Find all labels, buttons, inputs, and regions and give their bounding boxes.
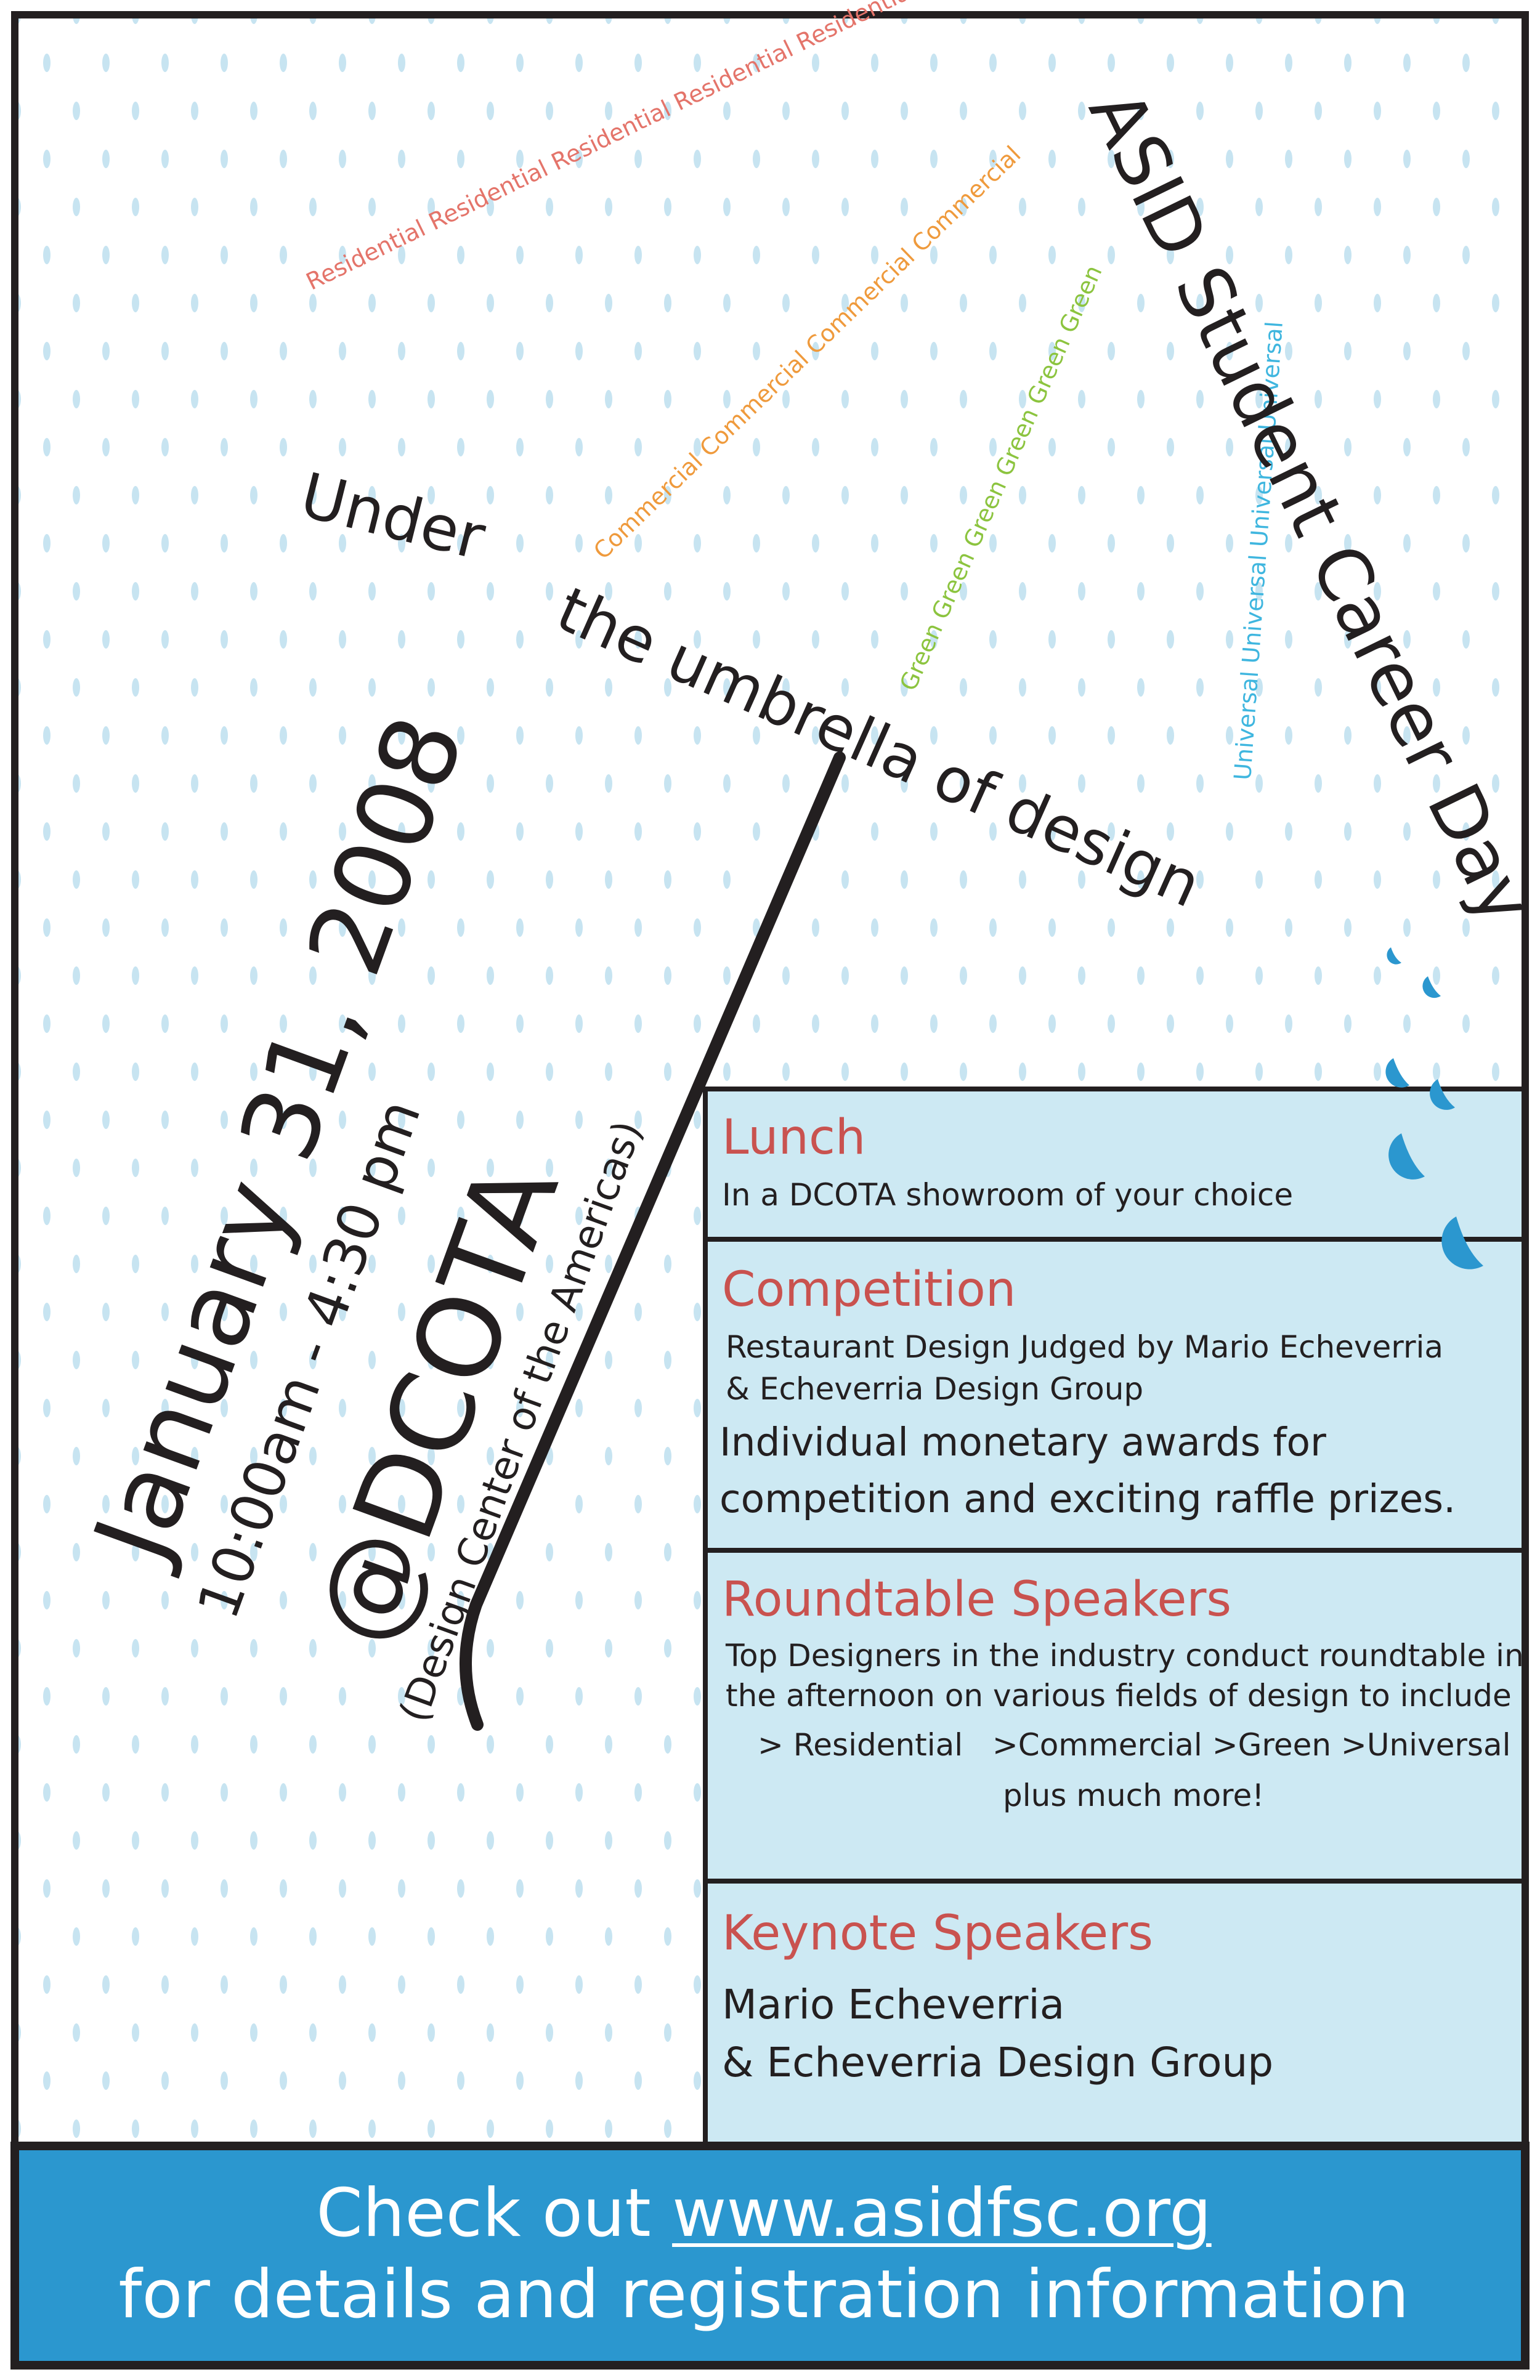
roundtable-line-3: > Residential >Commercial >Green >Univer…: [758, 1727, 1511, 1763]
keynote-line-1: Mario Echeverria: [722, 1981, 1065, 2028]
lunch-heading: Lunch: [722, 1110, 866, 1165]
lunch-text: In a DCOTA showroom of your choice: [722, 1177, 1294, 1213]
banner-line-2: for details and registration information: [118, 2256, 1409, 2333]
website-link[interactable]: www.asidfsc.org: [672, 2175, 1212, 2252]
info-panels-background: [703, 1087, 1528, 2148]
banner-line-1: Check out www.asidfsc.org: [0, 2180, 1528, 2247]
keynote-heading: Keynote Speakers: [722, 1906, 1153, 1961]
competition-line-3: Individual monetary awards for: [719, 1420, 1326, 1465]
competition-heading: Competition: [722, 1262, 1016, 1318]
competition-line-2: & Echeverria Design Group: [726, 1371, 1144, 1407]
banner-prefix: Check out: [316, 2175, 673, 2252]
roundtable-line-1: Top Designers in the industry conduct ro…: [726, 1638, 1524, 1674]
competition-line-1: Restaurant Design Judged by Mario Echeve…: [726, 1329, 1444, 1365]
roundtable-line-4: plus much more!: [1003, 1778, 1265, 1813]
water-drops: [1385, 947, 1483, 1269]
competition-line-4: competition and exciting raffle prizes.: [719, 1476, 1456, 1521]
roundtable-heading: Roundtable Speakers: [722, 1572, 1232, 1627]
keynote-line-2: & Echeverria Design Group: [722, 2039, 1274, 2086]
roundtable-line-2: the afternoon on various fields of desig…: [726, 1678, 1532, 1714]
umbrella-handle: [460, 751, 846, 1731]
footer-banner: [15, 2146, 1525, 2365]
